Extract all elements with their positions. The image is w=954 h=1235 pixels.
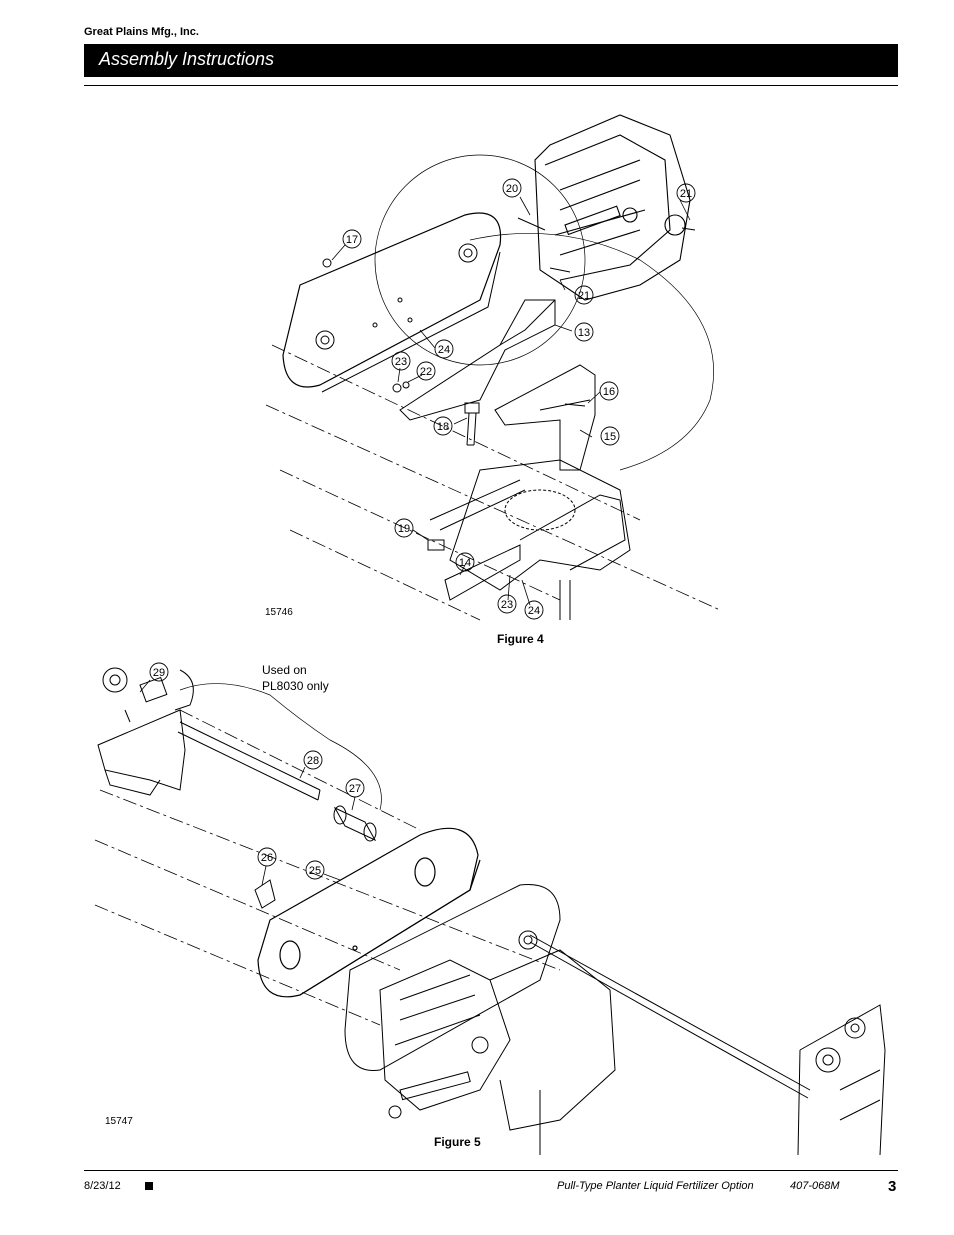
callout-21-lower: 21 xyxy=(578,290,590,302)
callout-20: 20 xyxy=(506,183,518,195)
plate-25 xyxy=(257,827,481,998)
callout-23-lower: 23 xyxy=(501,599,513,611)
bracket-parts xyxy=(399,299,596,471)
footer-date: 8/23/12 xyxy=(84,1180,121,1192)
left-mount xyxy=(97,667,194,796)
callout-22: 22 xyxy=(420,366,432,378)
spacer-27 xyxy=(333,805,377,842)
callout-26: 26 xyxy=(261,852,273,864)
page-number: 3 xyxy=(888,1178,897,1195)
hardware xyxy=(322,217,696,407)
figure-5-drawing: 29 28 27 26 25 Used on PL8030 only xyxy=(94,662,886,1156)
callout-21-upper: 21 xyxy=(680,188,692,200)
footer-rule xyxy=(84,1170,898,1171)
figure-4-drawing: 20 21 17 21 13 24 23 22 16 18 15 19 14 2… xyxy=(265,114,721,621)
callout-24-upper: 24 xyxy=(438,344,450,356)
callout-13: 13 xyxy=(578,327,590,339)
lower-frame xyxy=(427,459,631,620)
figure-5-drawing-number: 15747 xyxy=(105,1116,133,1127)
shaft-28 xyxy=(177,721,321,801)
figure-4-drawing-number: 15746 xyxy=(265,607,293,618)
callout-24-lower: 24 xyxy=(528,605,540,617)
note-line-1: Used on xyxy=(262,663,307,677)
callout-18: 18 xyxy=(437,421,449,433)
footer-doc-title: Pull-Type Planter Liquid Fertilizer Opti… xyxy=(557,1180,754,1192)
callout-25: 25 xyxy=(309,865,321,877)
callout-17: 17 xyxy=(346,234,358,246)
lower-assembly xyxy=(344,883,616,1155)
seed-meter-top xyxy=(534,114,691,301)
callout-15: 15 xyxy=(604,431,616,443)
callout-16: 16 xyxy=(603,386,615,398)
callout-28: 28 xyxy=(307,755,319,767)
callout-29: 29 xyxy=(153,667,165,679)
right-mount xyxy=(797,1004,886,1156)
company-name: Great Plains Mfg., Inc. xyxy=(84,26,199,38)
figure-5-caption: Figure 5 xyxy=(434,1135,481,1149)
callout-27: 27 xyxy=(349,783,361,795)
figure-4-caption: Figure 4 xyxy=(497,632,544,646)
callout-14: 14 xyxy=(459,557,471,569)
header-rule xyxy=(84,85,898,86)
note-line-2: PL8030 only xyxy=(262,679,329,693)
square-bullet-icon xyxy=(145,1182,153,1190)
long-shaft xyxy=(529,934,811,1099)
bolt-18 xyxy=(464,402,480,446)
section-title-bar: Assembly Instructions xyxy=(84,44,898,77)
knob-26 xyxy=(254,879,276,909)
callout-19: 19 xyxy=(398,523,410,535)
plate-oval xyxy=(282,212,502,393)
section-title: Assembly Instructions xyxy=(99,49,275,69)
footer-doc-number: 407-068M xyxy=(790,1180,840,1192)
callout-23-upper: 23 xyxy=(395,356,407,368)
